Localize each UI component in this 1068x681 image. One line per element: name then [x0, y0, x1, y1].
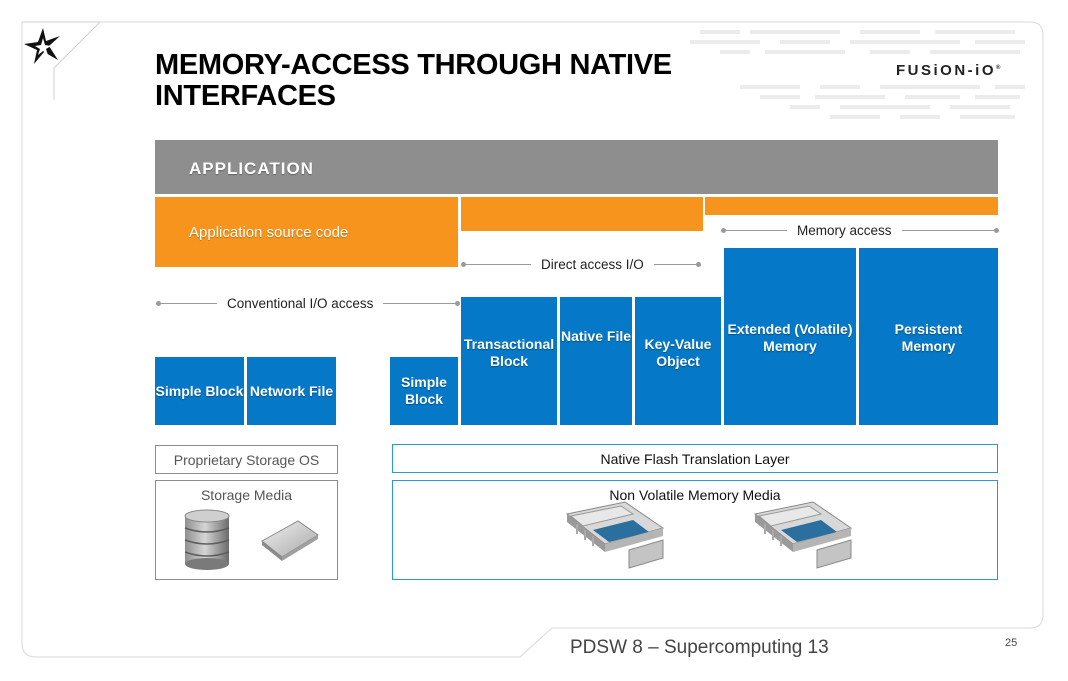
star-logo-icon — [24, 28, 60, 64]
native-flash-translation-layer-box: Native Flash Translation Layer — [392, 444, 998, 473]
brand-wordmark: FUSiON-iO® — [896, 62, 1000, 79]
nvm-media-label: Non Volatile Memory Media — [609, 487, 781, 503]
direct-access-orange-bar — [461, 197, 703, 231]
storage-media-label: Storage Media — [200, 487, 293, 503]
simple-block-native: Simple Block — [390, 357, 458, 425]
flash-card-icon-2 — [753, 501, 853, 569]
direct-line-dot-right — [696, 262, 701, 267]
proprietary-storage-os-box: Proprietary Storage OS — [155, 445, 338, 474]
database-stack-icon — [184, 509, 230, 570]
title-line-2: INTERFACES — [155, 80, 336, 112]
page-number: 25 — [1005, 637, 1018, 649]
brand-registered-mark: ® — [996, 65, 1001, 71]
direct-line-dot-left — [461, 262, 466, 267]
conventional-line-dot-right — [455, 301, 460, 306]
slide-border — [21, 21, 1044, 658]
transactional-block: Transactional Block — [461, 297, 557, 425]
conventional-access-label: Conventional I/O access — [217, 296, 384, 311]
memory-access-orange-bar — [705, 197, 998, 215]
application-bar: APPLICATION — [155, 140, 998, 194]
memory-line-dot-left — [721, 228, 726, 233]
network-file-block: Network File — [247, 357, 336, 425]
application-source-code-bar: Application source code — [155, 197, 458, 267]
binary-pattern — [690, 30, 1025, 119]
slide-title: MEMORY-ACCESS THROUGH NATIVE INTERFACES — [155, 50, 715, 112]
brand-name: FUSiON-iO — [896, 62, 996, 79]
native-file-block: Native File — [560, 297, 632, 425]
frame-corner-top-left — [22, 21, 102, 100]
memory-access-label: Memory access — [787, 223, 902, 238]
persistent-memory-block: Persistent Memory — [859, 248, 998, 425]
storage-media-box: Storage Media — [155, 480, 338, 580]
non-volatile-memory-media-box: Non Volatile Memory Media — [392, 480, 998, 580]
key-value-object-block: Key-Value Object — [635, 297, 721, 425]
ssd-drive-icon — [261, 520, 319, 561]
direct-access-label: Direct access I/O — [531, 257, 654, 272]
extended-volatile-memory-block: Extended (Volatile) Memory — [724, 248, 856, 425]
conventional-line-dot-left — [156, 301, 161, 306]
flash-card-icon-1 — [565, 501, 665, 569]
slide-footer: PDSW 8 – Supercomputing 13 — [570, 637, 829, 658]
memory-line-dot-right — [994, 228, 999, 233]
title-line-1: MEMORY-ACCESS THROUGH NATIVE — [155, 49, 672, 81]
simple-block-conventional: Simple Block — [155, 357, 244, 425]
